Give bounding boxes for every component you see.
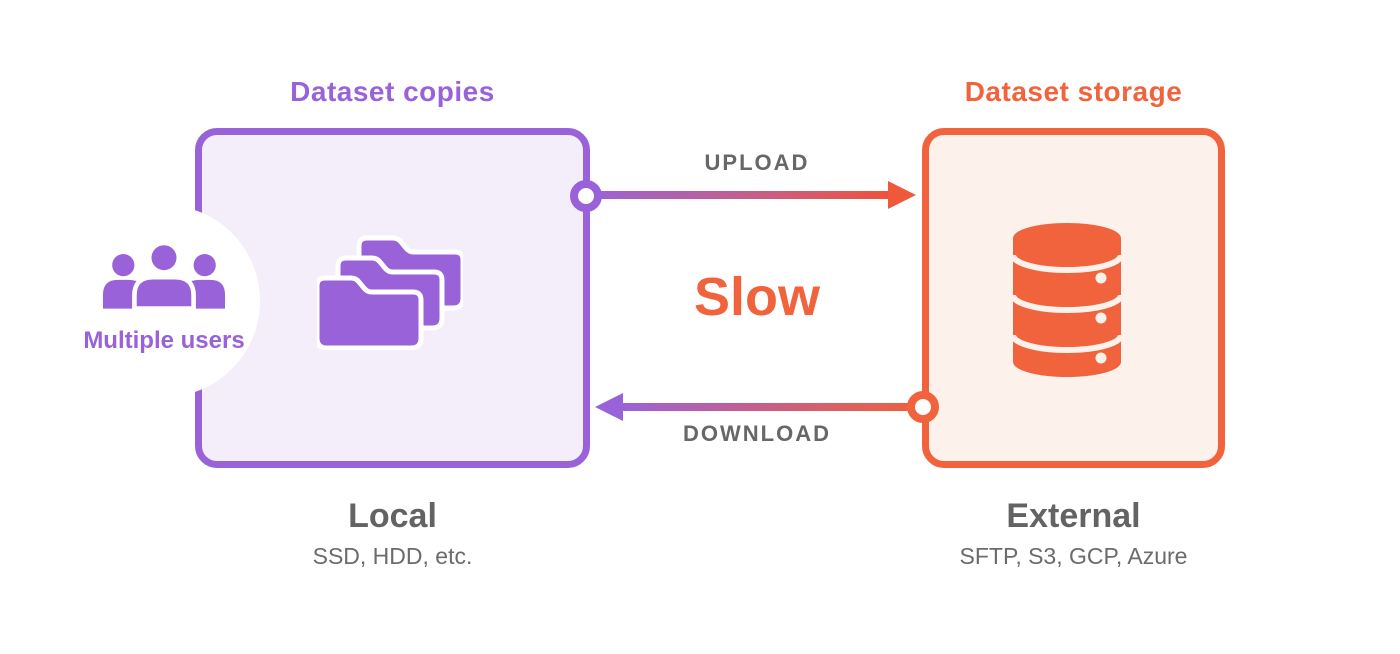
external-title: External — [1006, 497, 1141, 535]
download-arrowhead-icon — [595, 393, 623, 421]
local-subtitle: SSD, HDD, etc. — [312, 543, 473, 569]
download-arrow — [622, 403, 923, 411]
download-connector-dot — [907, 391, 939, 423]
upload-arrow — [586, 191, 890, 199]
left-box-heading: Dataset copies — [290, 76, 495, 107]
upload-connector-dot — [570, 180, 602, 212]
users-label: Multiple users — [83, 327, 245, 354]
download-label: DOWNLOAD — [683, 421, 831, 446]
right-box-heading: Dataset storage — [964, 76, 1183, 107]
database-icon — [1013, 223, 1121, 377]
upload-label: UPLOAD — [704, 150, 810, 175]
transfer-speed-label: Slow — [693, 267, 820, 327]
upload-arrowhead-icon — [888, 181, 916, 209]
folders-icon — [317, 235, 463, 350]
multiple-users-icon — [102, 242, 226, 311]
local-title: Local — [348, 497, 437, 535]
external-subtitle: SFTP, S3, GCP, Azure — [959, 543, 1188, 569]
